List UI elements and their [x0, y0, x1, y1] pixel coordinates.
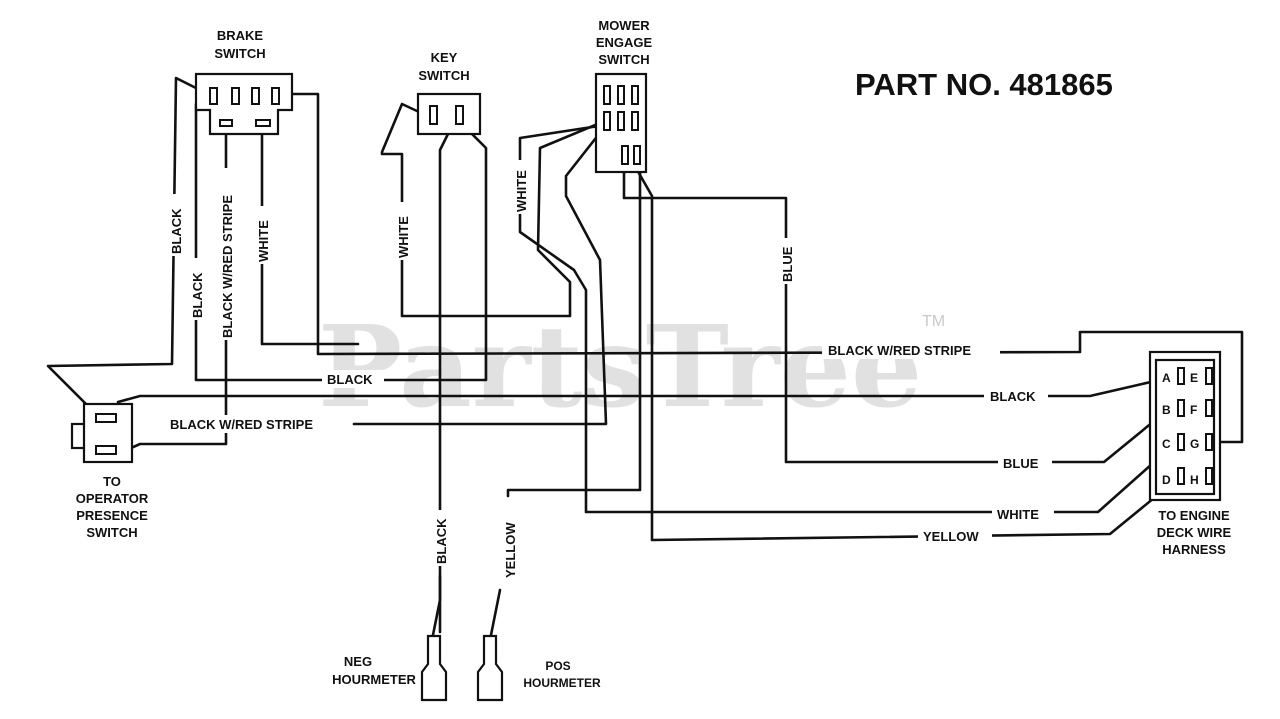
label-white-brake-v: WHITE: [256, 220, 271, 262]
wire-mower-blackred: [352, 118, 612, 426]
brake-switch-label-2: SWITCH: [214, 46, 265, 61]
wires: [46, 76, 1244, 642]
label-black-h2: BLACK: [990, 389, 1036, 404]
label-white-mower-v: WHITE: [514, 170, 529, 212]
label-yellow-hourmeter: YELLOW: [503, 522, 518, 578]
pos-hourmeter-label-2: HOURMETER: [523, 676, 601, 690]
label-black-v2: BLACK: [190, 272, 205, 318]
wire-yellow-hourmeter: [506, 162, 642, 498]
wire-white-brake: [260, 124, 360, 346]
mower-switch-label-2: ENGAGE: [596, 35, 653, 50]
label-blue-v: BLUE: [780, 246, 795, 282]
label-black-hourmeter: BLACK: [434, 518, 449, 564]
engine-deck-harness: A E B F C G D H TO ENGINE DECK WIRE HARN…: [1148, 350, 1232, 557]
wire-black-harness-a: [116, 376, 1170, 404]
wire-white-key: [380, 102, 614, 318]
part-number-title: PART NO. 481865: [855, 67, 1113, 102]
pos-hourmeter: POS HOURMETER: [476, 634, 601, 702]
pin-b: B: [1162, 403, 1171, 417]
brake-switch-label-1: BRAKE: [217, 28, 264, 43]
pin-g: G: [1190, 437, 1199, 451]
neg-hourmeter-label-1: NEG: [344, 654, 372, 669]
presence-label-1: TO: [103, 474, 121, 489]
label-white-key-v: WHITE: [396, 216, 411, 258]
label-black-red-h1: BLACK W/RED STRIPE: [828, 343, 971, 358]
pin-f: F: [1190, 403, 1197, 417]
label-black-red-v: BLACK W/RED STRIPE: [220, 195, 235, 338]
harness-label-3: HARNESS: [1162, 542, 1226, 557]
wire-black-brake-loop: [46, 76, 214, 420]
neg-hourmeter-label-2: HOURMETER: [332, 672, 416, 687]
label-white-h: WHITE: [997, 507, 1039, 522]
label-yellow-h: YELLOW: [923, 529, 979, 544]
pin-d: D: [1162, 473, 1171, 487]
watermark-text: PartsTree: [318, 302, 922, 433]
pos-hourmeter-label-1: POS: [545, 659, 570, 673]
key-switch-label-1: KEY: [431, 50, 458, 65]
mower-switch-label-1: MOWER: [598, 18, 650, 33]
mower-switch-label-3: SWITCH: [598, 52, 649, 67]
neg-hourmeter: NEG HOURMETER: [332, 634, 448, 702]
label-black-h1: BLACK: [327, 372, 373, 387]
presence-label-2: OPERATOR: [76, 491, 149, 506]
watermark: PartsTree TM: [318, 302, 945, 433]
wire-yellow: [634, 166, 1178, 542]
brake-switch: BRAKE SWITCH: [194, 28, 294, 136]
pin-c: C: [1162, 437, 1171, 451]
presence-label-4: SWITCH: [86, 525, 137, 540]
pin-h: H: [1190, 473, 1199, 487]
harness-label-1: TO ENGINE: [1158, 508, 1230, 523]
key-switch-label-2: SWITCH: [418, 68, 469, 83]
wire-neg-pigtail: [430, 574, 442, 642]
key-switch: KEY SWITCH: [416, 50, 482, 136]
wire-labels: BLACK BLACK BLACK W/RED STRIPE WHITE WHI…: [164, 160, 1054, 580]
presence-label-3: PRESENCE: [76, 508, 148, 523]
pin-a: A: [1162, 371, 1171, 385]
label-black-v1: BLACK: [169, 208, 184, 254]
label-black-red-h2: BLACK W/RED STRIPE: [170, 417, 313, 432]
watermark-trademark: TM: [922, 313, 945, 330]
wire-blue: [622, 166, 1172, 464]
wire-pos-pigtail: [488, 588, 502, 642]
operator-presence-switch: TO OPERATOR PRESENCE SWITCH: [70, 402, 149, 540]
label-blue-h: BLUE: [1003, 456, 1039, 471]
pin-e: E: [1190, 371, 1198, 385]
harness-label-2: DECK WIRE: [1157, 525, 1232, 540]
wire-black-red-long: [278, 92, 1244, 444]
mower-engage-switch: MOWER ENGAGE SWITCH: [594, 18, 653, 174]
